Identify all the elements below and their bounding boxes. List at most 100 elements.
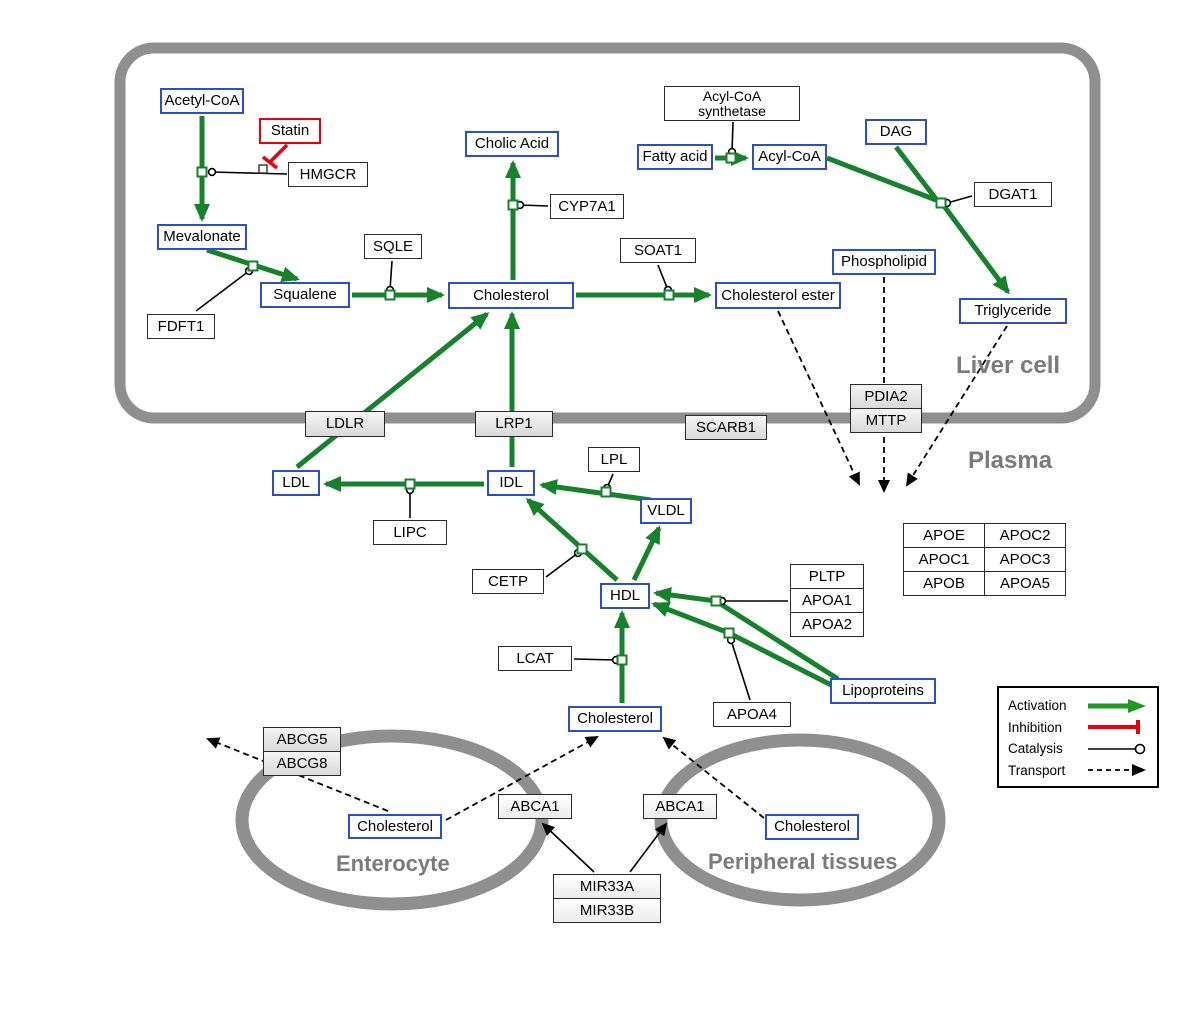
node-abca1-left[interactable]: ABCA1 [498,794,572,819]
node-mevalonate[interactable]: Mevalonate [157,224,247,250]
node-pltp[interactable]: PLTP [790,564,864,589]
transport-cholesterol-ester-to-plasma [777,310,860,486]
catalysis-soat1 [657,264,673,295]
node-abca1-right[interactable]: ABCA1 [643,794,717,819]
node-acyl-coa-synthetase[interactable]: Acyl-CoA synthetase [664,86,800,121]
inhibition-tbar-icon [1088,720,1140,735]
node-acyl-coa2[interactable]: Acyl-CoA [752,144,827,170]
node-vldl[interactable]: VLDL [640,498,692,524]
enterocyte-membrane [235,729,549,911]
node-abcg8[interactable]: ABCG8 [263,751,341,776]
node-lipc[interactable]: LIPC [373,520,447,545]
node-apoa2[interactable]: APOA2 [790,612,864,637]
node-dag[interactable]: DAG [865,119,927,145]
transport-triglyceride-to-plasma [905,325,1008,487]
legend: Activation Inhibition Catalysis Transpor… [997,686,1159,788]
node-squalene[interactable]: Squalene [260,282,350,308]
node-statin[interactable]: Statin [259,118,321,144]
node-cetp[interactable]: CETP [472,569,544,594]
legend-transport-label: Transport [1008,762,1066,778]
activation-arrow-icon [1088,698,1146,713]
node-apob[interactable]: APOB [903,571,985,596]
catalysis-acyl-coa-synthetase [727,121,737,157]
peripheral-tissues-membrane [654,733,946,907]
legend-transport: Transport [1008,760,1148,781]
node-fdft1[interactable]: FDFT1 [147,314,215,339]
catalysis-lpl [602,473,614,493]
node-cholesterol-ester[interactable]: Cholesterol ester [715,282,841,309]
acs-line1: Acyl-CoA [702,87,762,104]
catalysis-cetp [545,548,583,578]
edge-dag-to-dgat1-node [894,145,938,201]
node-fatty-acid[interactable]: Fatty acid [637,144,713,170]
node-apoa1[interactable]: APOA1 [790,588,864,613]
node-apoc1[interactable]: APOC1 [903,547,985,572]
node-mttp[interactable]: MTTP [850,408,922,433]
plasma-label: Plasma [968,447,1053,474]
liver-cell-membrane [114,42,1101,424]
node-cholesterol-plasma[interactable]: Cholesterol [568,706,662,732]
node-abcg5[interactable]: ABCG5 [263,727,341,752]
liver-cell-label: Liver cell [956,352,1061,379]
legend-catalysis-label: Catalysis [1008,741,1063,757]
edge-node-to-triglyceride [941,204,1011,295]
catalysis-fdft1 [195,266,254,312]
node-lrp1[interactable]: LRP1 [475,411,553,437]
legend-catalysis: Catalysis [1008,738,1148,759]
node-triglyceride[interactable]: Triglyceride [959,298,1067,324]
edge-hdl-to-idl [525,497,619,582]
node-phospholipid[interactable]: Phospholipid [832,249,936,275]
catalysis-apoa4 [726,635,751,701]
node-idl[interactable]: IDL [487,470,535,496]
node-mir33a[interactable]: MIR33A [553,874,661,899]
node-mir33b[interactable]: MIR33B [553,898,661,923]
node-lipoproteins[interactable]: Lipoproteins [830,678,936,704]
node-apoa5[interactable]: APOA5 [984,571,1066,596]
node-apoe[interactable]: APOE [903,523,985,548]
node-dgat1[interactable]: DGAT1 [974,182,1052,207]
edge-mir33-to-abca1-right [629,822,668,873]
node-pdia2[interactable]: PDIA2 [850,384,922,409]
node-lpl[interactable]: LPL [588,447,640,472]
node-hdl[interactable]: HDL [600,583,650,609]
node-apoc3[interactable]: APOC3 [984,547,1066,572]
edge-hdl-to-vldl [631,525,662,582]
node-ldlr[interactable]: LDLR [305,411,385,437]
node-cholesterol-liver[interactable]: Cholesterol [448,282,574,309]
node-acetyl-coa[interactable]: Acetyl-CoA [160,88,244,114]
node-cholic-acid[interactable]: Cholic Acid [465,131,559,157]
transport-dashed-arrow-icon [1088,764,1146,777]
acs-line2: synthetase [698,102,766,119]
node-cholesterol-enterocyte[interactable]: Cholesterol [348,814,442,839]
node-scarb1[interactable]: SCARB1 [685,415,767,440]
enterocyte-label: Enterocyte [336,851,450,876]
transport-enterocyte-cholesterol-to-plasma [445,736,599,821]
catalysis-cyp7a1 [515,200,549,210]
catalysis-circle-icon [1088,743,1146,755]
catalysis-sqle [385,260,395,295]
catalysis-dgat1 [942,195,973,208]
node-cholesterol-peripheral[interactable]: Cholesterol [765,814,859,840]
node-apoa4[interactable]: APOA4 [713,702,791,727]
legend-inhibition: Inhibition [1008,717,1148,738]
reaction-nodes [196,152,947,666]
legend-activation-label: Activation [1008,698,1067,713]
legend-activation: Activation [1008,695,1148,716]
node-soat1[interactable]: SOAT1 [620,238,696,263]
node-cyp7a1[interactable]: CYP7A1 [550,194,624,219]
inhibition-statin-tbar [261,155,279,170]
edge-vldl-to-idl [539,479,652,503]
node-ldl[interactable]: LDL [272,470,320,496]
node-hmgcr[interactable]: HMGCR [288,162,368,187]
transport-peripheral-cholesterol-to-plasma [662,736,765,819]
anchor-statin-junction [258,164,268,174]
edge-acylcoa-to-dgat1-node [826,155,937,203]
legend-inhibition-label: Inhibition [1008,719,1063,735]
node-lcat[interactable]: LCAT [498,646,572,671]
catalysis-hmgcr [207,167,288,177]
inhibition-statin-line [268,143,289,164]
node-apoc2[interactable]: APOC2 [984,523,1066,548]
node-sqle[interactable]: SQLE [364,234,422,259]
